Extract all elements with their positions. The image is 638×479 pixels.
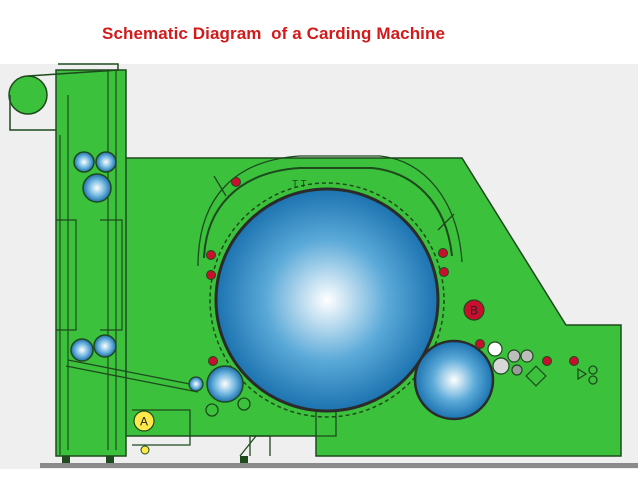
label-a-badge (133, 410, 155, 432)
stripping-roller (511, 364, 523, 376)
carding-point (569, 356, 579, 366)
cylinder-rim (209, 182, 445, 418)
tower-roller (82, 173, 112, 203)
flats-track (203, 167, 453, 259)
tower-roller (70, 338, 94, 362)
tower-roller (95, 151, 117, 173)
tower-rollers (70, 151, 117, 362)
floor (40, 463, 638, 468)
cylinder-details (213, 175, 455, 457)
carding-point (542, 356, 552, 366)
machine-foot (62, 456, 70, 463)
doffer-cylinder (413, 339, 495, 421)
label-b-badge (463, 299, 485, 321)
label-a-pointer (140, 445, 150, 455)
carding-point (475, 339, 485, 349)
flats-track-outer (197, 155, 463, 267)
stripping-roller (520, 349, 534, 363)
doffer-aux-roller (237, 397, 251, 411)
flats-marker: T T (292, 179, 307, 190)
stripping-roller (507, 349, 521, 363)
tower-inner-lines (56, 70, 123, 455)
machine-foot (106, 456, 114, 463)
feed-roller (188, 376, 204, 392)
stripping-rollers (487, 341, 547, 387)
licker-in-roller (206, 365, 244, 403)
web-guide (525, 365, 547, 387)
triangle-icon (577, 367, 588, 381)
label-b: B (470, 304, 478, 318)
carding-point (208, 356, 218, 366)
doffer-aux-roller (205, 403, 219, 417)
main-cylinder (214, 187, 440, 413)
carding-point (206, 250, 216, 260)
output-roller (588, 365, 598, 375)
machine-feet (62, 456, 248, 463)
machine-foot (240, 456, 248, 463)
carding-point (438, 248, 448, 258)
carding-point (206, 270, 216, 280)
hopper-duct (9, 63, 119, 131)
carding-point (439, 267, 449, 277)
diagram-title: Schematic Diagram of a Carding Machine (102, 24, 446, 43)
tower-roller (73, 151, 95, 173)
carding-point (231, 177, 241, 187)
output-symbols (577, 365, 598, 385)
hopper-roller (8, 75, 48, 115)
stripping-roller (492, 357, 510, 375)
stripping-roller (487, 341, 503, 357)
output-roller (588, 375, 598, 385)
feed-tray (65, 359, 201, 446)
carding-points (206, 177, 579, 366)
tower-roller (93, 334, 117, 358)
label-a: A (140, 415, 148, 429)
